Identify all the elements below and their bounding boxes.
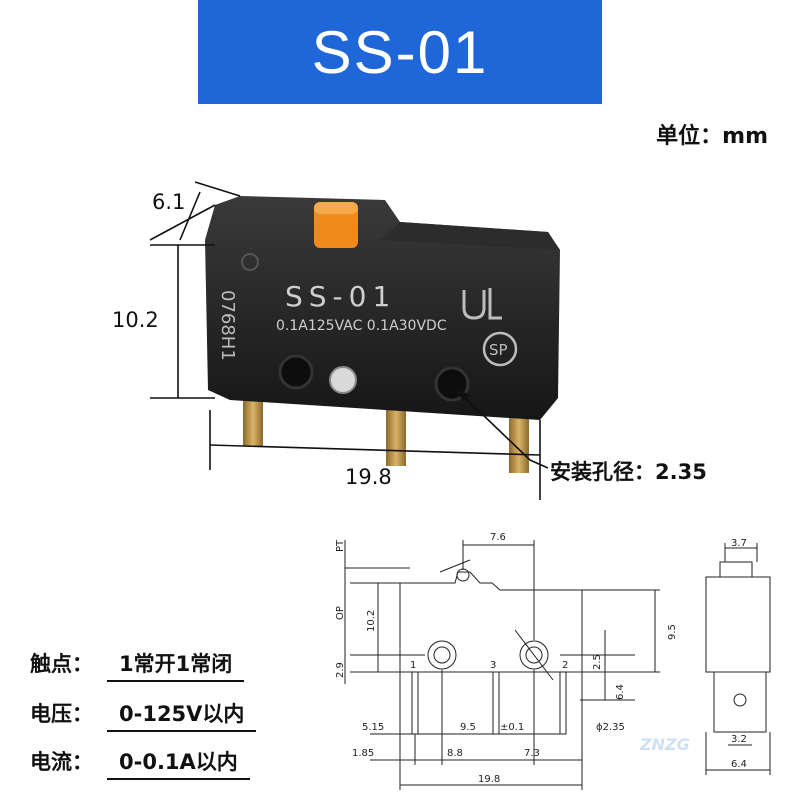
dim-b2-c: 7.3: [524, 748, 540, 759]
drawing-end-view: [705, 576, 771, 673]
spec-current-label: 电流：: [30, 750, 93, 774]
dim-pin-len: 6.4: [615, 684, 626, 700]
dim-end-pin: 3.2: [731, 734, 747, 745]
spec-voltage-value: 0-125V以内: [107, 698, 257, 732]
dim-b1-a: 5.15: [362, 722, 384, 733]
dim-width: 6.1: [152, 190, 186, 214]
watermark: ZNZG: [640, 735, 690, 754]
drawing-body: [399, 571, 583, 673]
spec-contact: 触点： 1常开1常闭: [30, 648, 245, 682]
mount-hole-left: [278, 354, 314, 390]
body-marking: SS-01: [285, 280, 396, 313]
sp-logo-text: SP: [489, 341, 508, 359]
dim-b2-a: 1.85: [352, 748, 374, 759]
dim-op-height: 10.2: [366, 610, 377, 632]
spec-current: 电流： 0-0.1A以内: [30, 746, 250, 780]
center-rivet: [329, 366, 357, 394]
pin-label-1: 1: [410, 660, 416, 671]
spec-contact-value: 1常开1常闭: [107, 648, 245, 682]
pin-label-2: 2: [562, 660, 568, 671]
rating-text: 0.1A125VAC 0.1A30VDC: [276, 318, 447, 334]
side-code: 0768H1: [217, 290, 238, 361]
pin-right: [509, 415, 529, 473]
unit-label: 单位：mm: [656, 124, 768, 149]
dim-end-width: 6.4: [731, 759, 747, 770]
dim-length: 19.8: [345, 465, 392, 489]
label-pt: PT: [335, 539, 346, 552]
banner-title: SS-01: [311, 18, 489, 86]
spec-current-value: 0-0.1A以内: [107, 746, 250, 780]
dim-end-top: 3.7: [731, 538, 747, 549]
dim-b1-tol: ±0.1: [500, 722, 524, 733]
spec-voltage: 电压： 0-125V以内: [30, 698, 257, 732]
dim-height: 10.2: [112, 308, 159, 332]
sp-logo: [482, 331, 518, 367]
dim-hole: 安装孔径：2.35: [550, 460, 707, 484]
dim-pin-offset: 2.5: [592, 654, 603, 670]
dim-base: 2.9: [335, 662, 346, 678]
dim-b2-b: 8.8: [447, 748, 463, 759]
label-op: OP: [335, 606, 346, 620]
dim-top: 7.6: [490, 532, 506, 543]
dim-b1-hole: ϕ2.35: [596, 722, 625, 733]
dim-b1-b: 9.5: [460, 722, 476, 733]
spec-voltage-label: 电压：: [30, 702, 93, 726]
dim-overall: 19.8: [478, 774, 500, 785]
product-photo: SS-01 0.1A125VAC 0.1A30VDC 0768H1 SP: [149, 181, 560, 500]
spec-contact-label: 触点：: [30, 652, 93, 676]
dim-total: 9.5: [667, 624, 678, 640]
title-banner: SS-01: [198, 0, 602, 104]
ul-logo: [462, 288, 502, 320]
pin-label-3: 3: [490, 660, 496, 671]
pin-left: [243, 398, 263, 446]
